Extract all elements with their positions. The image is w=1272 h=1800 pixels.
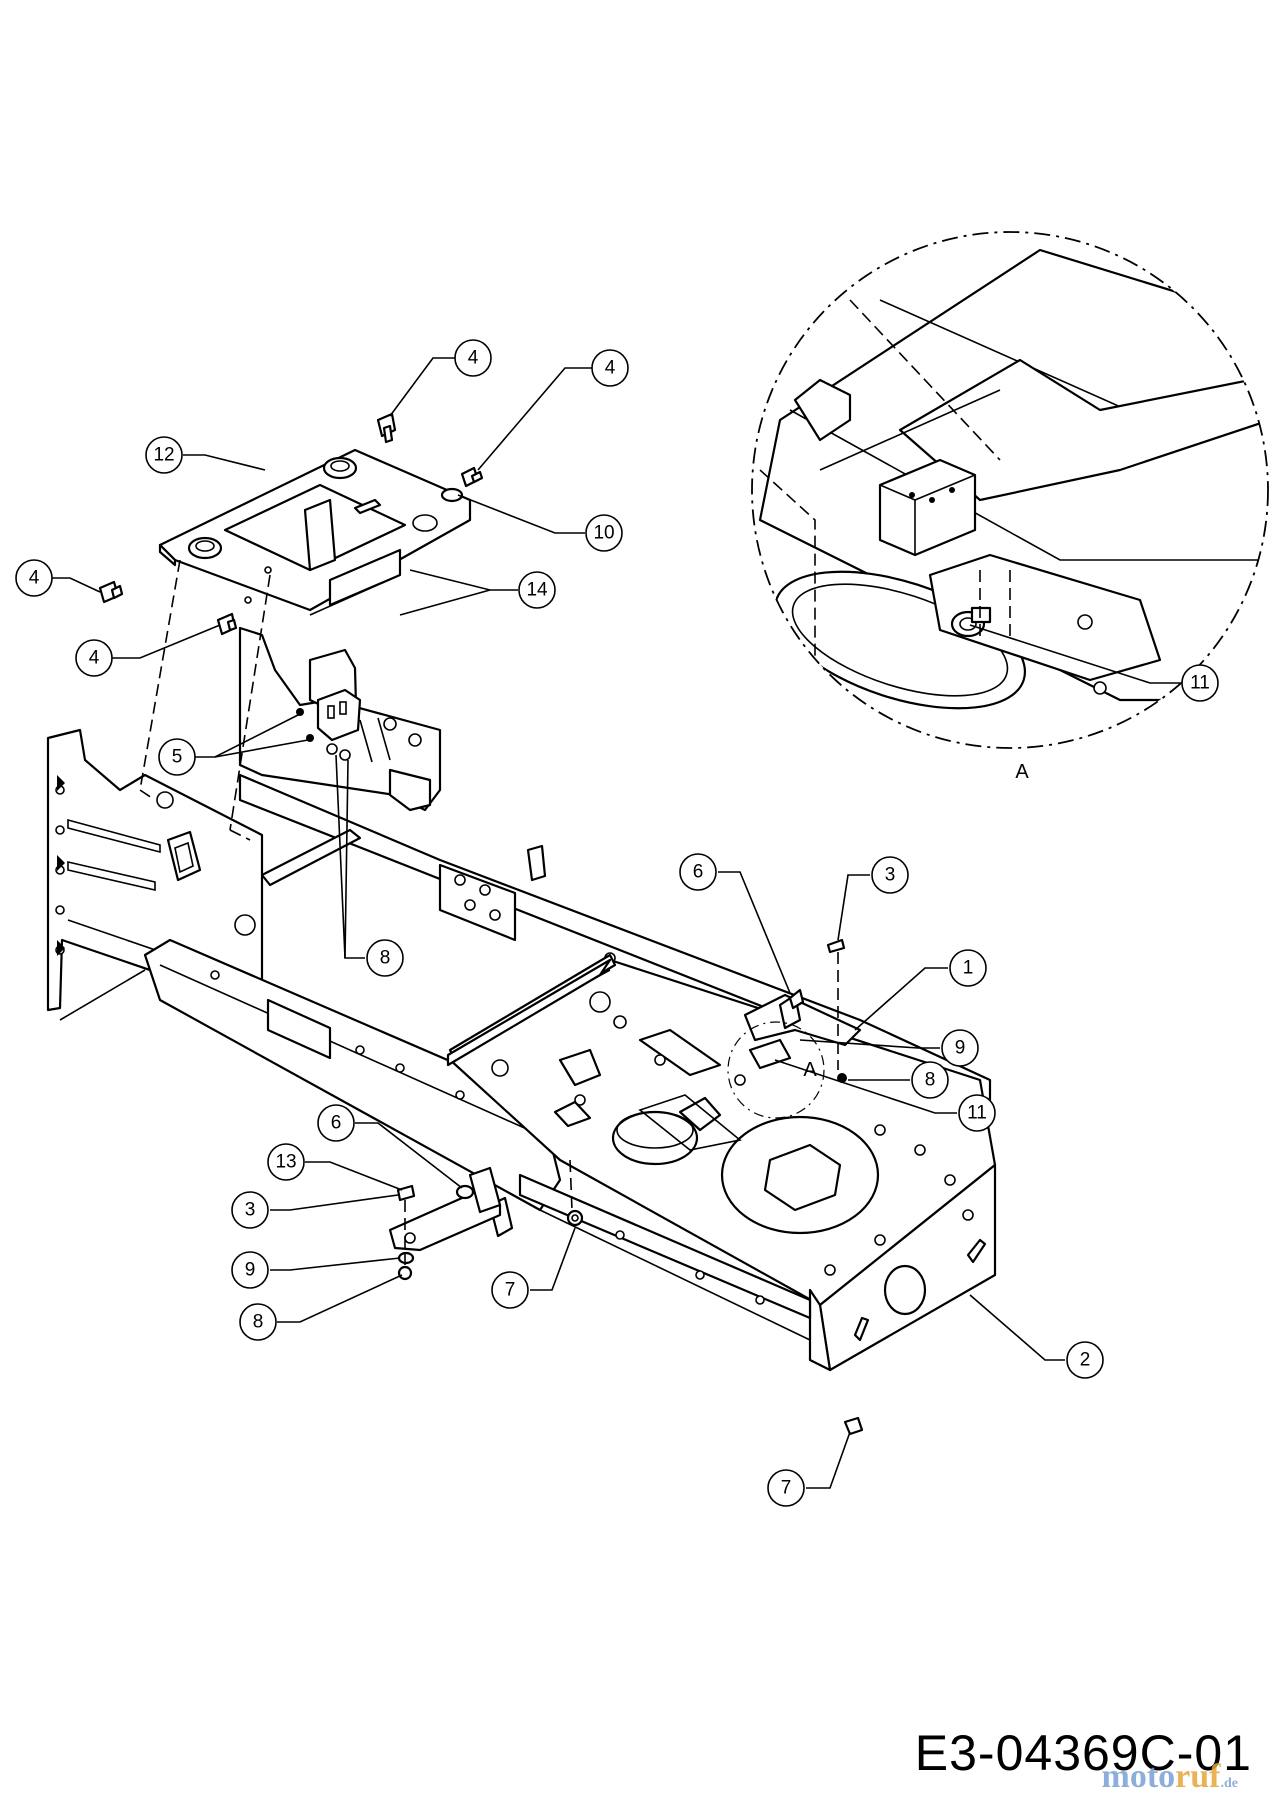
callout-11: 11 [1181,664,1219,702]
callout-bubbles: 4 4 12 10 4 14 4 5 8 11 6 3 1 9 8 11 6 1… [15,339,1219,1507]
callout-5: 5 [158,738,196,776]
detail-view-a: A [751,231,1269,783]
svg-text:9: 9 [245,1260,256,1281]
svg-text:12: 12 [153,445,174,466]
plunger-switch-icon [950,606,992,638]
callout-7: 7 [767,1469,805,1507]
nut-icon [566,1209,584,1227]
svg-text:2: 2 [1080,1350,1091,1371]
svg-text:8: 8 [253,1312,264,1333]
nut-icon [837,1073,847,1083]
pin-icon [826,938,846,954]
callout-4: 4 [454,339,492,377]
callout-3: 3 [231,1191,269,1229]
svg-text:7: 7 [505,1280,516,1301]
bolt-icon [376,412,397,444]
svg-text:11: 11 [1190,673,1210,694]
pin-icon [396,1184,416,1202]
washer-icon [440,487,464,503]
svg-text:5: 5 [172,747,183,768]
assembly-lines [139,559,839,1265]
bolt-icon [98,580,124,604]
svg-text:6: 6 [693,862,704,883]
svg-text:14: 14 [526,580,548,601]
svg-text:8: 8 [380,948,391,969]
lower-bracket [388,1166,502,1252]
callout-4: 4 [591,349,629,387]
detail-callout-letter: A [803,1059,817,1081]
detail-callout-circle [727,1021,825,1119]
callout-9: 9 [231,1251,269,1289]
safety-switch-icon [296,688,362,761]
fasteners [98,412,864,1436]
svg-text:4: 4 [468,348,479,369]
callout-2: 2 [1066,1341,1104,1379]
callout-14: 14 [518,571,556,609]
leader-lines [52,357,1180,1489]
tractor-frame [46,626,997,1372]
callout-11: 11 [958,1094,996,1132]
callout-1: 1 [949,949,987,987]
callout-8: 8 [366,939,404,977]
callout-6: 6 [679,853,717,891]
callout-8: 8 [911,1061,949,1099]
detail-view-letter: A [1015,761,1029,783]
svg-text:4: 4 [89,648,100,669]
svg-text:1: 1 [963,958,974,979]
svg-text:13: 13 [275,1152,296,1173]
clip-nut-icon [843,1416,864,1436]
callout-7: 7 [491,1271,529,1309]
svg-text:4: 4 [29,568,40,589]
svg-text:11: 11 [967,1103,987,1124]
svg-text:7: 7 [781,1478,792,1499]
callout-12: 12 [145,436,183,474]
svg-text:4: 4 [605,358,616,379]
callout-9: 9 [941,1029,979,1067]
washer-icon [397,1251,415,1265]
bolt-icon [216,612,238,636]
svg-text:3: 3 [885,865,896,886]
callout-13: 13 [267,1143,305,1181]
callout-4: 4 [15,559,53,597]
callout-4: 4 [75,639,113,677]
callout-8: 8 [239,1303,277,1341]
seat-mount-plate [158,448,472,616]
bolt-icon [460,466,484,488]
switch-connector-icon [878,458,977,557]
svg-text:6: 6 [331,1113,342,1134]
callout-6: 6 [317,1104,355,1142]
svg-text:3: 3 [245,1200,256,1221]
watermark-logo: motoruf.de [1101,1758,1238,1795]
svg-text:10: 10 [593,523,614,544]
drawing-number: E3-04369C-01 [914,1725,1252,1781]
callout-3: 3 [871,856,909,894]
callout-10: 10 [585,514,623,552]
svg-text:8: 8 [925,1070,936,1091]
svg-text:9: 9 [955,1038,966,1059]
nut-icon [397,1265,413,1281]
